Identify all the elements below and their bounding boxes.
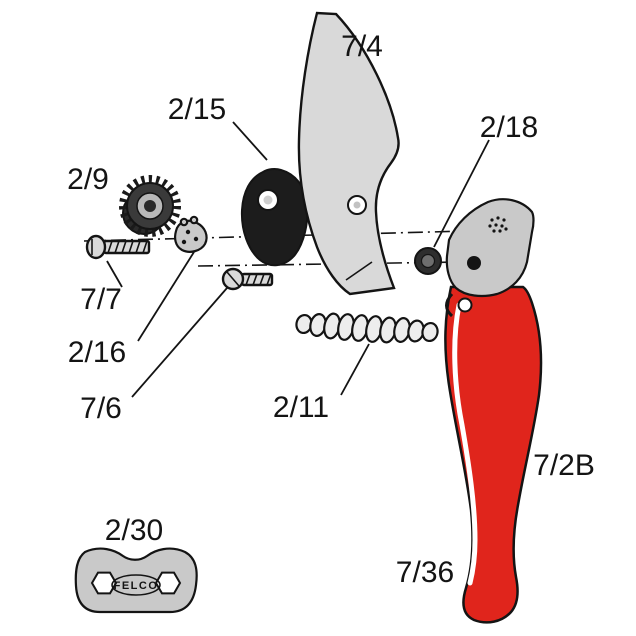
handle-head-hole — [467, 256, 481, 270]
sprocket-part — [119, 175, 181, 237]
blade-part — [297, 11, 400, 296]
blade-edge-detail — [345, 261, 373, 281]
cam-part — [174, 215, 208, 253]
nut-part — [414, 247, 442, 275]
sprocket-teeth-ring — [119, 175, 181, 237]
cam-dot-3 — [181, 239, 187, 245]
wrench-plate-hex-hole-left — [90, 571, 118, 595]
label-wrench-plate: 2/30 — [105, 514, 163, 547]
label-nut: 2/18 — [480, 111, 538, 144]
leader-cam — [137, 251, 195, 342]
knurl-dot — [492, 229, 496, 233]
center-axis-line-upper — [83, 229, 508, 242]
bolt-threads — [107, 240, 148, 254]
knurl-dot — [498, 229, 502, 233]
handle-head-knurl — [488, 216, 508, 233]
screw-part — [221, 267, 274, 291]
label-spring: 2/11 — [273, 391, 329, 424]
label-cam: 2/16 — [68, 336, 126, 369]
brand-oval — [111, 574, 161, 596]
sprocket-hub-hole — [144, 200, 156, 212]
knurl-dot — [502, 218, 506, 222]
labels: 7/4 2/15 2/18 2/9 7/7 2/16 7/6 2/11 7/2B… — [67, 30, 595, 589]
label-handle: 7/2B — [533, 449, 595, 482]
spring-seat-hook — [445, 292, 454, 318]
nut-bore — [420, 253, 436, 269]
handle-highlight — [452, 302, 478, 586]
wrench-plate-part: FELCO — [74, 547, 198, 614]
knurl-dot — [490, 218, 494, 222]
blade-pivot-hole-center — [353, 201, 361, 209]
knurl-dot — [504, 227, 508, 231]
label-sprocket: 2/9 — [67, 163, 109, 196]
leader-screw — [131, 287, 228, 398]
bolt-head — [85, 234, 107, 260]
spring-coil — [421, 321, 439, 343]
leader-lines — [106, 121, 490, 398]
cam-dot-1 — [185, 229, 191, 235]
leader-bolt — [106, 260, 123, 288]
leader-spring — [340, 343, 370, 396]
spring-part — [295, 312, 439, 344]
label-bolt: 7/7 — [80, 283, 122, 316]
label-handle-lower: 7/36 — [396, 556, 454, 589]
leader-nut — [433, 139, 490, 248]
screw-threads — [245, 273, 272, 286]
label-blade: 7/4 — [341, 30, 383, 63]
cam-bump-1 — [179, 217, 189, 227]
knurl-dot — [494, 223, 498, 227]
counter-blade-plate-body — [240, 167, 309, 267]
handle-head-part — [445, 198, 535, 318]
leader-counter-blade-plate — [232, 121, 268, 161]
handle-body — [444, 285, 543, 624]
screw-head-slot — [226, 271, 240, 287]
cam-body — [174, 219, 208, 253]
handle-pin-hole — [457, 297, 473, 313]
label-counter-blade-plate: 2/15 — [168, 93, 226, 126]
handle-part — [444, 285, 543, 624]
blade-body — [297, 11, 400, 296]
knurl-dot — [500, 224, 504, 228]
label-screw: 7/6 — [80, 392, 122, 425]
counter-blade-plate-hole-center — [263, 195, 273, 205]
counter-blade-plate-part — [240, 167, 309, 267]
wrench-plate-body — [74, 547, 198, 614]
knurl-dot — [488, 224, 492, 228]
brand-text: FELCO — [114, 580, 159, 592]
handle-head-body — [445, 198, 535, 298]
knurl-dot — [496, 216, 500, 220]
cam-bump-2 — [189, 215, 199, 225]
cam-dot-2 — [193, 236, 199, 242]
bolt-part — [85, 234, 151, 260]
wrench-plate-hex-hole-right — [154, 571, 182, 595]
